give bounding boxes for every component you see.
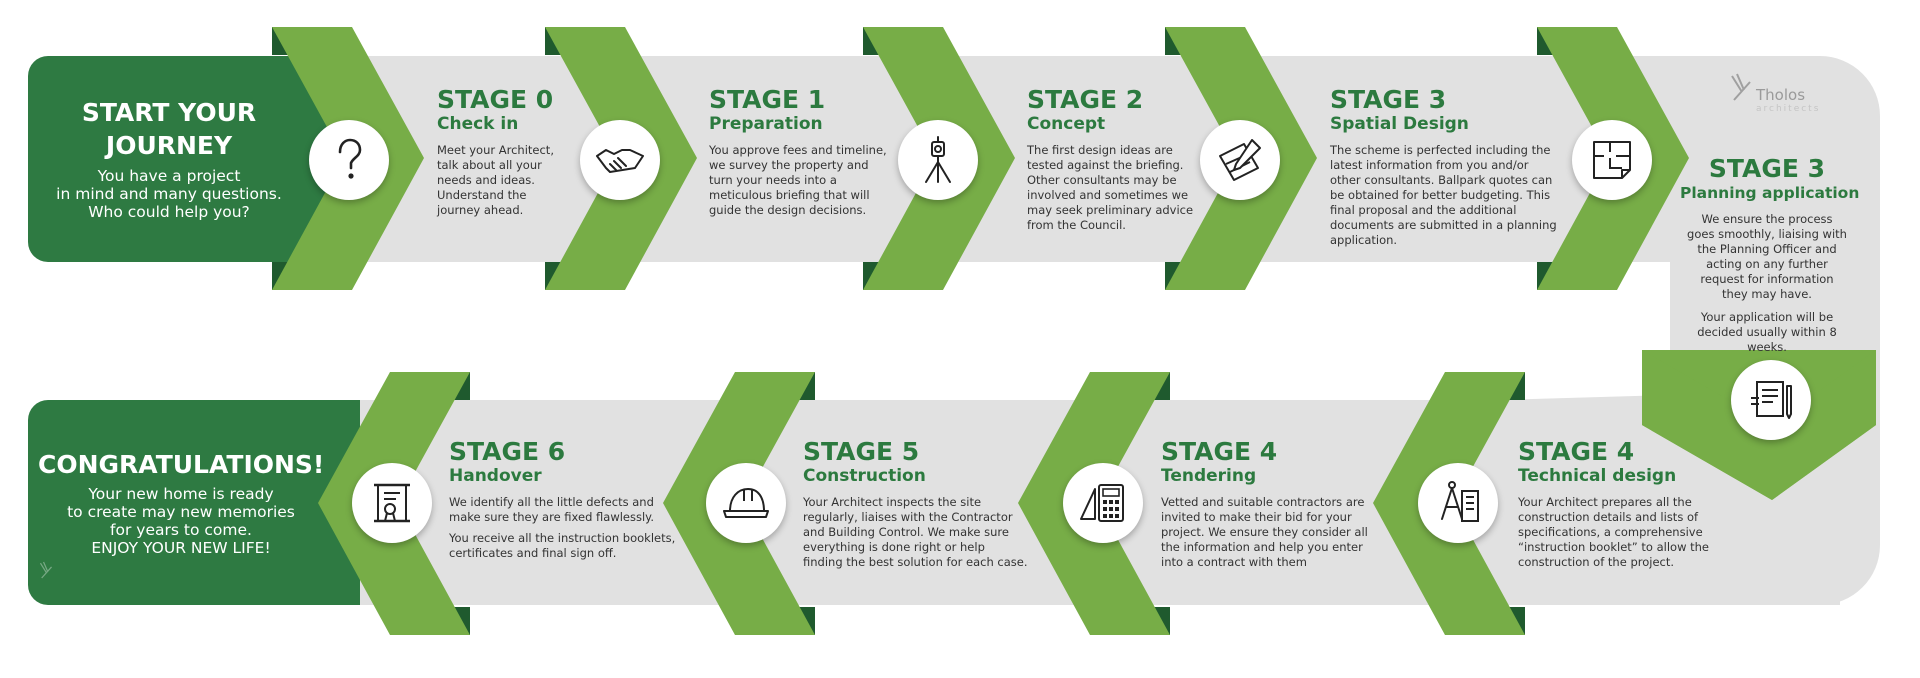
top-band: [300, 56, 1880, 395]
end-title: CONGRATULATIONS!: [38, 450, 325, 479]
hard-hat-icon: [723, 488, 769, 518]
stage-2-body: The first design ideas are tested agains…: [1027, 143, 1194, 232]
stage-5-subtitle: Construction: [803, 466, 926, 486]
stage-4-technical-icon-circle: [1418, 463, 1498, 543]
stage-4-technical: STAGE 4 Technical design Your Architect …: [1518, 438, 1718, 576]
stage-6-title: STAGE 6: [449, 437, 566, 466]
stage-2: STAGE 2 Concept The first design ideas a…: [1027, 86, 1197, 239]
stage-3-planning-body: We ensure the process goes smoothly, lia…: [1687, 212, 1847, 354]
stage-0-icon-circle: [309, 120, 389, 200]
end-text: Your new home is ready to create may new…: [67, 485, 295, 557]
start-text: You have a project in mind and many ques…: [56, 167, 282, 221]
stage-3-subtitle: Spatial Design: [1330, 114, 1469, 134]
stage-6-body: We identify all the little defects and m…: [449, 495, 676, 560]
stage-5-icon-circle: [706, 463, 786, 543]
drafting-tools-icon: [1219, 139, 1261, 181]
stage-0-body: Meet your Architect, talk about all your…: [437, 143, 554, 217]
tholos-logo-small-icon: [39, 561, 52, 579]
logo-name: Tholos: [1756, 86, 1806, 104]
stage-1-body: You approve fees and timeline, we survey…: [709, 143, 887, 217]
certificate-icon: [374, 483, 410, 523]
stage-4-tendering-body: Vetted and suitable contractors are invi…: [1161, 495, 1368, 569]
stage-1-icon-circle: [580, 120, 660, 200]
handshake-icon: [596, 149, 644, 173]
stage-3-planning-title: STAGE 3: [1708, 154, 1826, 183]
stage-4-technical-title: STAGE 4: [1518, 437, 1635, 466]
stage-5-title: STAGE 5: [803, 437, 920, 466]
logo-bottom: [38, 560, 118, 582]
stage-3-body: The scheme is perfected including the la…: [1330, 143, 1557, 247]
stage-3-planning-subtitle: Planning application: [1680, 184, 1860, 202]
stage-6-subtitle: Handover: [449, 466, 542, 486]
stage-4-technical-subtitle: Technical design: [1518, 466, 1677, 486]
surveying-tripod-icon: [925, 136, 951, 183]
stage-3: STAGE 3 Spatial Design The scheme is per…: [1330, 86, 1562, 254]
logo-tagline: architects: [1756, 104, 1821, 114]
stage-0-title: STAGE 0: [437, 85, 554, 114]
calculator-icon: [1080, 484, 1124, 522]
stage-3-planning-icon-circle: [1572, 120, 1652, 200]
stage-3-icon-circle: [1200, 120, 1280, 200]
stage-6: STAGE 6 Handover We identify all the lit…: [449, 438, 679, 567]
stage-3-title: STAGE 3: [1330, 85, 1447, 114]
stage-3-planning: STAGE 3 Planning application We ensure t…: [1680, 154, 1859, 361]
compass-drawing-icon: [1441, 481, 1479, 522]
stage-4-tendering-title: STAGE 4: [1161, 437, 1278, 466]
floor-plan-icon: [1593, 141, 1631, 179]
stage-2-title: STAGE 2: [1027, 85, 1144, 114]
stage-4-technical-icon-circle-top: [1731, 360, 1811, 440]
stage-1-title: STAGE 1: [709, 85, 826, 114]
start-block: START YOUR JOURNEY You have a project in…: [40, 96, 298, 221]
end-block: CONGRATULATIONS! Your new home is ready …: [38, 450, 324, 557]
stage-1: STAGE 1 Preparation You approve fees and…: [709, 86, 889, 224]
stage-0-subtitle: Check in: [437, 114, 519, 134]
document-pencil-icon: [1751, 381, 1792, 419]
start-title: START YOUR JOURNEY: [81, 98, 257, 160]
stage-5: STAGE 5 Construction Your Architect insp…: [803, 438, 1028, 576]
stage-2-subtitle: Concept: [1027, 114, 1106, 134]
end-cap: [28, 400, 360, 605]
stage-1-subtitle: Preparation: [709, 114, 823, 134]
stage-6-icon-circle: [352, 463, 432, 543]
stage-0: STAGE 0 Check in Meet your Architect, ta…: [437, 86, 573, 224]
tholos-logo-icon: [1731, 73, 1751, 101]
start-cap: [28, 56, 330, 262]
question-mark-icon: [338, 138, 362, 179]
stage-4-tendering: STAGE 4 Tendering Vetted and suitable co…: [1161, 438, 1373, 576]
logo-top: Tholos architects: [1728, 72, 1838, 116]
stage-4-tendering-icon-circle: [1063, 463, 1143, 543]
stage-2-icon-circle: [898, 120, 978, 200]
stage-4-tendering-subtitle: Tendering: [1161, 466, 1257, 486]
stage-4-technical-body: Your Architect prepares all the construc…: [1518, 495, 1709, 569]
stage-5-body: Your Architect inspects the site regular…: [803, 495, 1028, 569]
